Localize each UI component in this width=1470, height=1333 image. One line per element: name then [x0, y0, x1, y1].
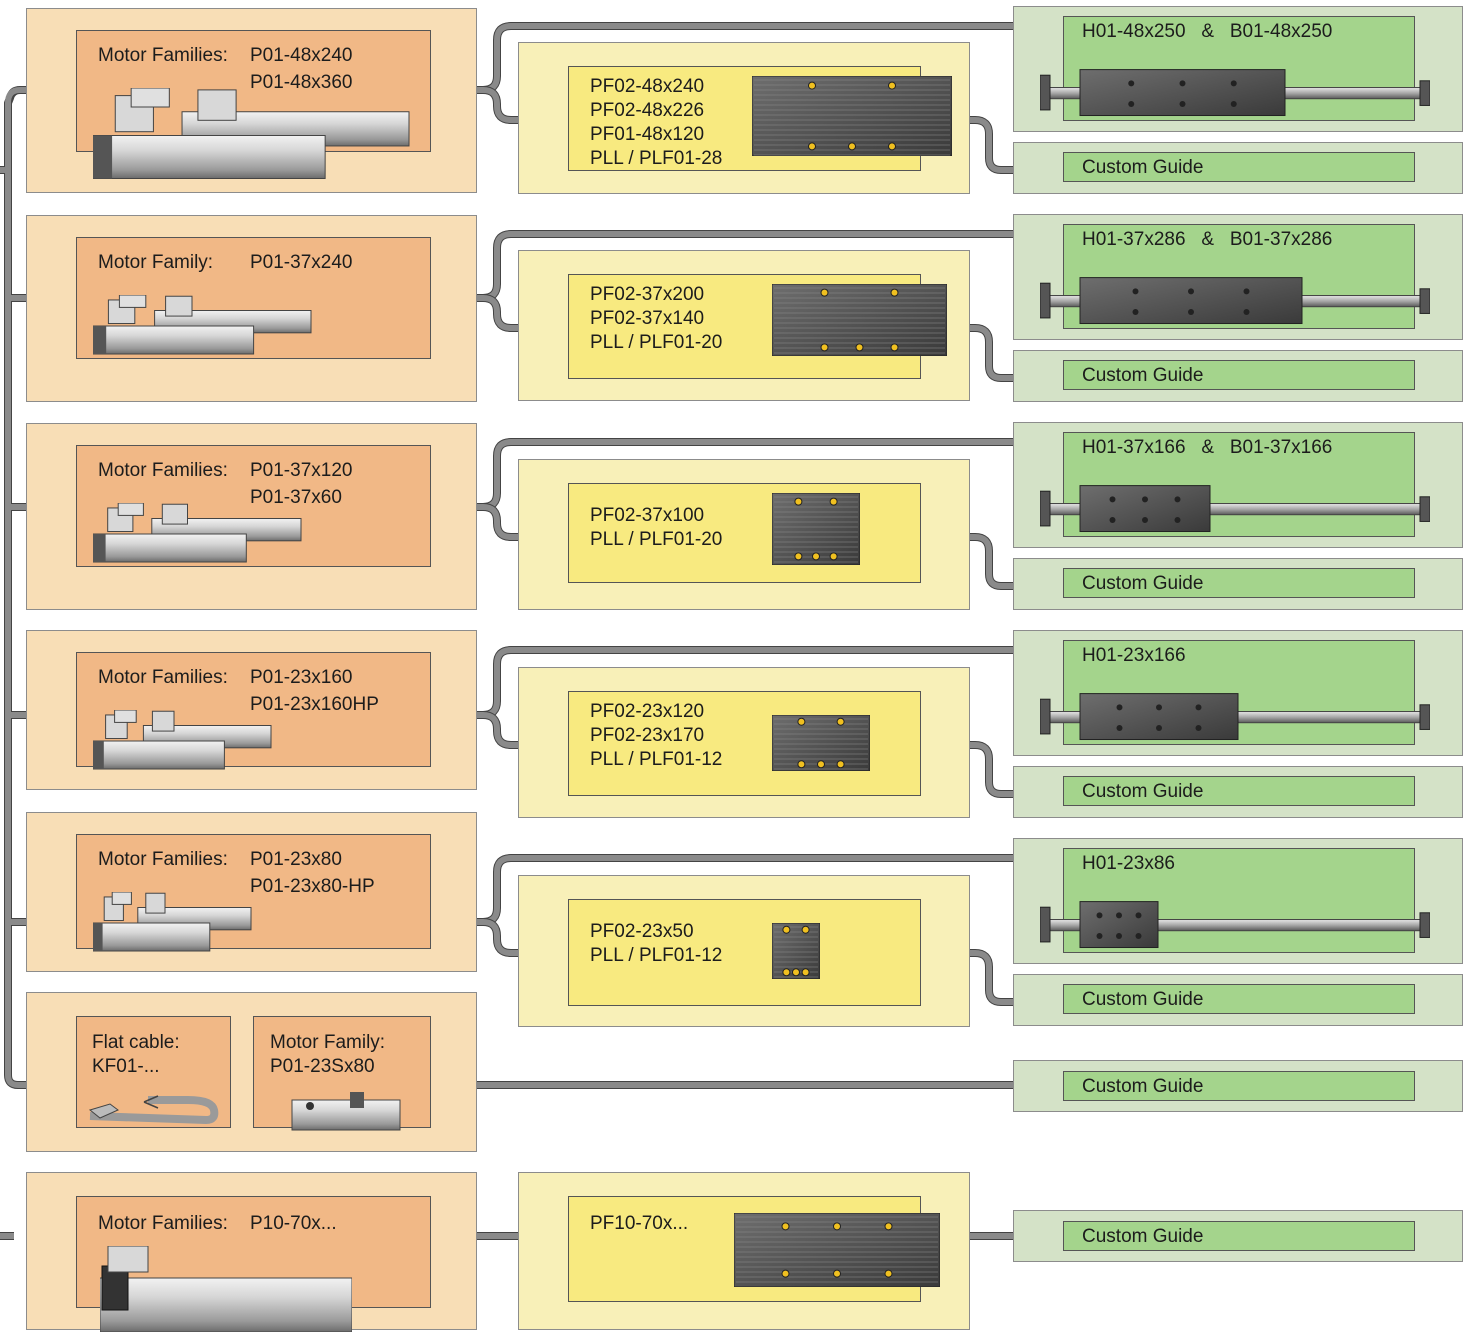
front-flange-model-label: PF02-37x140 [590, 308, 705, 329]
motor-model-label: P01-48x360 [250, 72, 353, 93]
flat-motor-image [291, 1092, 401, 1131]
front-flange-inner-panel [568, 483, 921, 583]
motor-model-label: P01-48x240 [250, 45, 353, 66]
custom-guide-inner-panel [1063, 568, 1415, 598]
front-flange-model-label: PF02-48x240 [590, 76, 705, 97]
front-flange-image [734, 1213, 940, 1287]
motor-image [93, 710, 272, 770]
front-flange-model-label: PLL / PLF01-12 [590, 749, 723, 770]
guide-model-label: H01-37x166 & B01-37x166 [1082, 437, 1333, 458]
guide-image [1040, 69, 1430, 117]
guide-image [1040, 693, 1430, 741]
custom-guide-label: Custom Guide [1082, 1226, 1204, 1247]
custom-guide-inner-panel [1063, 360, 1415, 390]
guide-image [1040, 485, 1430, 533]
custom-guide-label: Custom Guide [1082, 157, 1204, 178]
motor-image [93, 295, 312, 355]
guide-model-label: H01-37x286 & B01-37x286 [1082, 229, 1333, 250]
custom-guide-inner-panel [1063, 152, 1415, 182]
motor-image [93, 88, 410, 179]
front-flange-image [752, 76, 952, 156]
custom-guide-label: Custom Guide [1082, 1076, 1204, 1097]
front-flange-model-label: PF02-37x100 [590, 505, 705, 526]
custom-guide-label: Custom Guide [1082, 573, 1204, 594]
motor-model-label: P01-23x80 [250, 849, 342, 870]
front-flange-inner-panel [568, 899, 921, 1006]
p10-custom-guide-inner-panel [1063, 1221, 1415, 1251]
motor-family-title: Motor Family: [98, 252, 214, 273]
motor-model-label: P01-23x160 [250, 667, 353, 688]
motor-model-label: P01-37x60 [250, 487, 342, 508]
custom-guide-label: Custom Guide [1082, 781, 1204, 802]
front-flange-model-label: PF10-70x... [590, 1213, 689, 1234]
front-flange-model-label: PLL / PLF01-12 [590, 945, 723, 966]
guide-model-label: H01-23x86 [1082, 853, 1175, 874]
front-flange-image [772, 923, 820, 979]
front-flange-image [772, 715, 870, 771]
front-flange-model-label: PLL / PLF01-28 [590, 148, 723, 169]
guide-image [1040, 277, 1430, 325]
flat-cable-model-label: KF01-... [92, 1056, 160, 1077]
motor-family-title: Motor Families: [98, 460, 228, 481]
front-flange-model-label: PF01-48x120 [590, 124, 705, 145]
front-flange-model-label: PLL / PLF01-20 [590, 332, 723, 353]
guide-image [1040, 901, 1430, 949]
front-flange-image [772, 284, 947, 356]
flat-motor-family-label: Motor Family: [270, 1032, 386, 1053]
front-flange-image [772, 493, 860, 565]
custom-guide-label: Custom Guide [1082, 989, 1204, 1010]
motor-model-label: P01-37x120 [250, 460, 353, 481]
motor-family-title: Motor Families: [98, 667, 228, 688]
front-flange-model-label: PLL / PLF01-20 [590, 529, 723, 550]
motor-model-label: P10-70x... [250, 1213, 337, 1234]
motor-family-title: Motor Families: [98, 45, 228, 66]
front-flange-model-label: PF02-23x170 [590, 725, 705, 746]
guide-model-label: H01-23x166 [1082, 645, 1186, 666]
motor-family-title: Motor Families: [98, 1213, 228, 1234]
flat-cable-image [88, 1095, 219, 1124]
front-flange-model-label: PF02-48x226 [590, 100, 705, 121]
custom-guide-label: Custom Guide [1082, 365, 1204, 386]
flat-custom-guide-inner-panel [1063, 1071, 1415, 1101]
motor-image [93, 892, 252, 952]
motor-model-label: P01-37x240 [250, 252, 353, 273]
motor-family-title: Motor Families: [98, 849, 228, 870]
motor-image [93, 503, 302, 563]
front-flange-model-label: PF02-23x50 [590, 921, 694, 942]
front-flange-model-label: PF02-37x200 [590, 284, 705, 305]
motor-model-label: P01-23x160HP [250, 694, 379, 715]
guide-model-label: H01-48x250 & B01-48x250 [1082, 21, 1333, 42]
custom-guide-inner-panel [1063, 776, 1415, 806]
flat-motor-model-label: P01-23Sx80 [270, 1056, 375, 1077]
front-flange-model-label: PF02-23x120 [590, 701, 705, 722]
motor-model-label: P01-23x80-HP [250, 876, 375, 897]
custom-guide-inner-panel [1063, 984, 1415, 1014]
flat-cable-label: Flat cable: [92, 1032, 180, 1053]
p10-motor-image [100, 1246, 352, 1332]
